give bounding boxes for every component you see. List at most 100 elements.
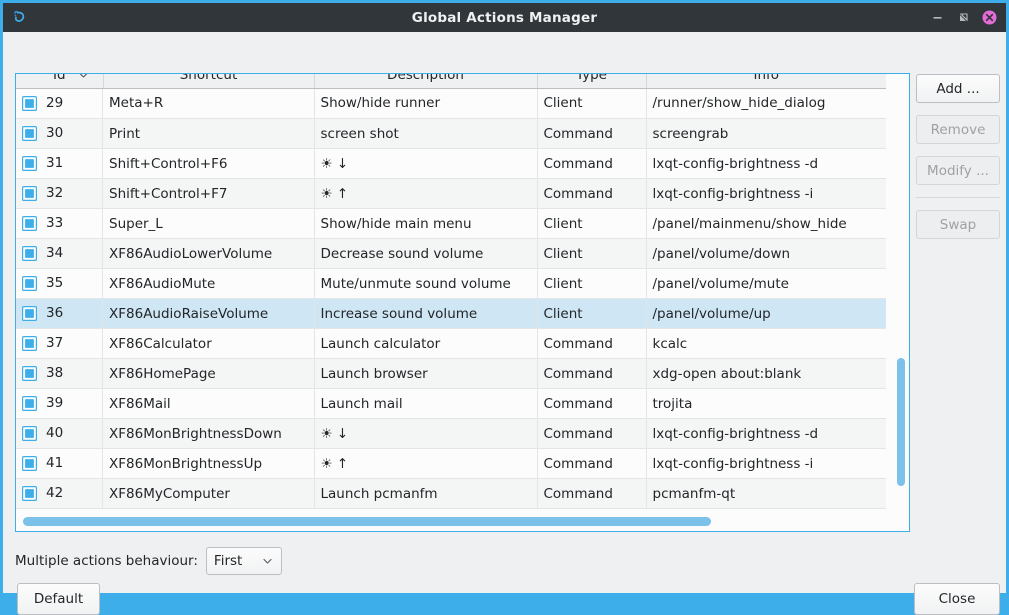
- column-header-shortcut[interactable]: Shortcut: [103, 74, 315, 89]
- checkbox-icon[interactable]: [22, 125, 38, 141]
- horizontal-scrollbar[interactable]: [16, 513, 895, 530]
- cell-id-value: 39: [46, 395, 64, 411]
- column-header-description[interactable]: Description: [314, 74, 538, 89]
- brightness-glyph: ☀ ↑: [320, 455, 349, 472]
- cell-id: 37: [16, 328, 103, 359]
- checkbox-icon[interactable]: [22, 215, 38, 231]
- cell-id: 29: [16, 88, 103, 119]
- cell-info: xdg-open about:blank: [646, 358, 886, 389]
- column-header-info[interactable]: Info: [646, 74, 886, 89]
- checkbox-icon[interactable]: [22, 485, 38, 501]
- cell-id: 31: [16, 148, 103, 179]
- column-header-type[interactable]: Type: [537, 74, 647, 89]
- cell-shortcut: Shift+Control+F7: [103, 178, 315, 209]
- cell-description: ☀ ↑: [314, 178, 538, 209]
- cell-shortcut: XF86Calculator: [103, 328, 315, 359]
- cell-info: /runner/show_hide_dialog: [646, 88, 886, 119]
- cell-id: 30: [16, 118, 103, 149]
- vertical-scrollbar-thumb[interactable]: [897, 358, 905, 486]
- cell-id: 42: [16, 478, 103, 509]
- checkbox-icon[interactable]: [22, 455, 38, 471]
- column-header-id[interactable]: Id: [16, 74, 104, 89]
- behaviour-label: Multiple actions behaviour:: [15, 553, 198, 569]
- cell-shortcut: Super_L: [103, 208, 315, 239]
- behaviour-select[interactable]: First: [205, 547, 282, 575]
- brightness-glyph: ☀ ↓: [320, 155, 349, 172]
- cell-info: kcalc: [646, 328, 886, 359]
- cell-type: Client: [537, 238, 647, 269]
- cell-info: /panel/volume/down: [646, 238, 886, 269]
- behaviour-select-value: First: [213, 553, 243, 569]
- add-button[interactable]: Add ...: [916, 74, 1000, 103]
- cell-id-value: 40: [46, 425, 64, 441]
- checkbox-icon[interactable]: [22, 395, 38, 411]
- cell-description: Launch mail: [314, 388, 538, 419]
- cell-id-value: 37: [46, 335, 64, 351]
- cell-description: Launch browser: [314, 358, 538, 389]
- actions-table-viewport[interactable]: Id Shortcut Description Type Info: [16, 74, 909, 531]
- cell-shortcut: XF86AudioMute: [103, 268, 315, 299]
- default-button[interactable]: Default: [17, 583, 100, 615]
- checkbox-icon[interactable]: [22, 245, 38, 261]
- cell-id-value: 34: [46, 245, 64, 261]
- checkbox-icon[interactable]: [22, 95, 38, 111]
- cell-description: Show/hide runner: [314, 88, 538, 119]
- checkbox-icon[interactable]: [22, 305, 38, 321]
- checkbox-icon[interactable]: [22, 335, 38, 351]
- multiple-actions-behaviour-row: Multiple actions behaviour: First: [15, 547, 282, 575]
- cell-description: screen shot: [314, 118, 538, 149]
- cell-type: Client: [537, 208, 647, 239]
- checkbox-icon[interactable]: [22, 185, 38, 201]
- cell-id-value: 36: [46, 305, 64, 321]
- cell-type: Command: [537, 328, 647, 359]
- cell-shortcut: XF86AudioLowerVolume: [103, 238, 315, 269]
- button-separator: [916, 197, 1000, 198]
- cell-type: Command: [537, 148, 647, 179]
- checkbox-icon[interactable]: [22, 425, 38, 441]
- close-icon[interactable]: [982, 10, 997, 25]
- cell-description: Launch pcmanfm: [314, 478, 538, 509]
- brightness-glyph: ☀ ↑: [320, 185, 349, 202]
- cell-shortcut: XF86Mail: [103, 388, 315, 419]
- cell-id: 33: [16, 208, 103, 239]
- cell-id-value: 31: [46, 155, 64, 171]
- checkbox-icon[interactable]: [22, 275, 38, 291]
- cell-type: Command: [537, 478, 647, 509]
- actions-table-frame: Id Shortcut Description Type Info: [15, 73, 910, 532]
- cell-id: 41: [16, 448, 103, 479]
- cell-id-value: 29: [46, 95, 64, 111]
- cell-info: /panel/mainmenu/show_hide: [646, 208, 886, 239]
- cell-shortcut: Print: [103, 118, 315, 149]
- cell-shortcut: Meta+R: [103, 88, 315, 119]
- checkbox-icon[interactable]: [22, 155, 38, 171]
- cell-shortcut: XF86MonBrightnessDown: [103, 418, 315, 449]
- cell-id: 32: [16, 178, 103, 209]
- window-controls: [930, 10, 1000, 25]
- window-titlebar[interactable]: Global Actions Manager: [3, 3, 1006, 32]
- cell-info: lxqt-config-brightness -i: [646, 178, 886, 209]
- cell-description: ☀ ↓: [314, 418, 538, 449]
- checkbox-icon[interactable]: [22, 365, 38, 381]
- cell-type: Command: [537, 388, 647, 419]
- vertical-scrollbar[interactable]: [895, 74, 907, 529]
- horizontal-scrollbar-thumb[interactable]: [23, 517, 711, 526]
- maximize-icon[interactable]: [956, 10, 971, 25]
- minimize-icon[interactable]: [930, 10, 945, 25]
- close-button[interactable]: Close: [914, 583, 1000, 615]
- cell-info: lxqt-config-brightness -d: [646, 148, 886, 179]
- cell-description: Increase sound volume: [314, 298, 538, 329]
